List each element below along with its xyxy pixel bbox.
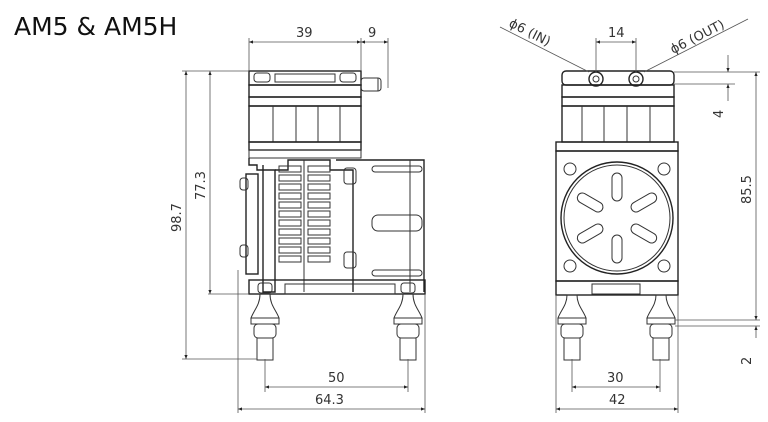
dim-2: 2 xyxy=(740,357,755,365)
mount-foot-right xyxy=(393,282,423,361)
dim-50: 50 xyxy=(328,371,345,386)
front-foot-right xyxy=(646,294,676,361)
dim-85-5: 85.5 xyxy=(740,175,755,204)
dim-42: 42 xyxy=(609,393,626,408)
dim-9: 9 xyxy=(368,26,376,41)
dim-14: 14 xyxy=(608,26,625,41)
outlet-port xyxy=(628,71,644,87)
dim-64-3: 64.3 xyxy=(315,393,344,408)
dim-30: 30 xyxy=(607,371,624,386)
dim-4: 4 xyxy=(712,110,727,118)
motor-cover xyxy=(560,161,674,275)
front-view xyxy=(555,70,679,361)
inlet-port xyxy=(588,71,604,87)
vent-slots xyxy=(576,172,658,264)
drawing-title: AM5 & AM5H xyxy=(14,12,178,41)
label-outlet: ϕ6 (OUT) xyxy=(668,17,727,57)
dim-39: 39 xyxy=(296,26,313,41)
cooling-fins xyxy=(278,165,331,263)
dim-77-3: 77.3 xyxy=(194,171,209,200)
label-inlet: ϕ6 (IN) xyxy=(506,16,553,50)
side-view xyxy=(239,70,426,361)
side-view-dimensions: 39 9 98.7 77.3 50 64.3 xyxy=(170,26,426,413)
dim-98-7: 98.7 xyxy=(170,203,185,232)
front-foot-left xyxy=(557,294,587,361)
